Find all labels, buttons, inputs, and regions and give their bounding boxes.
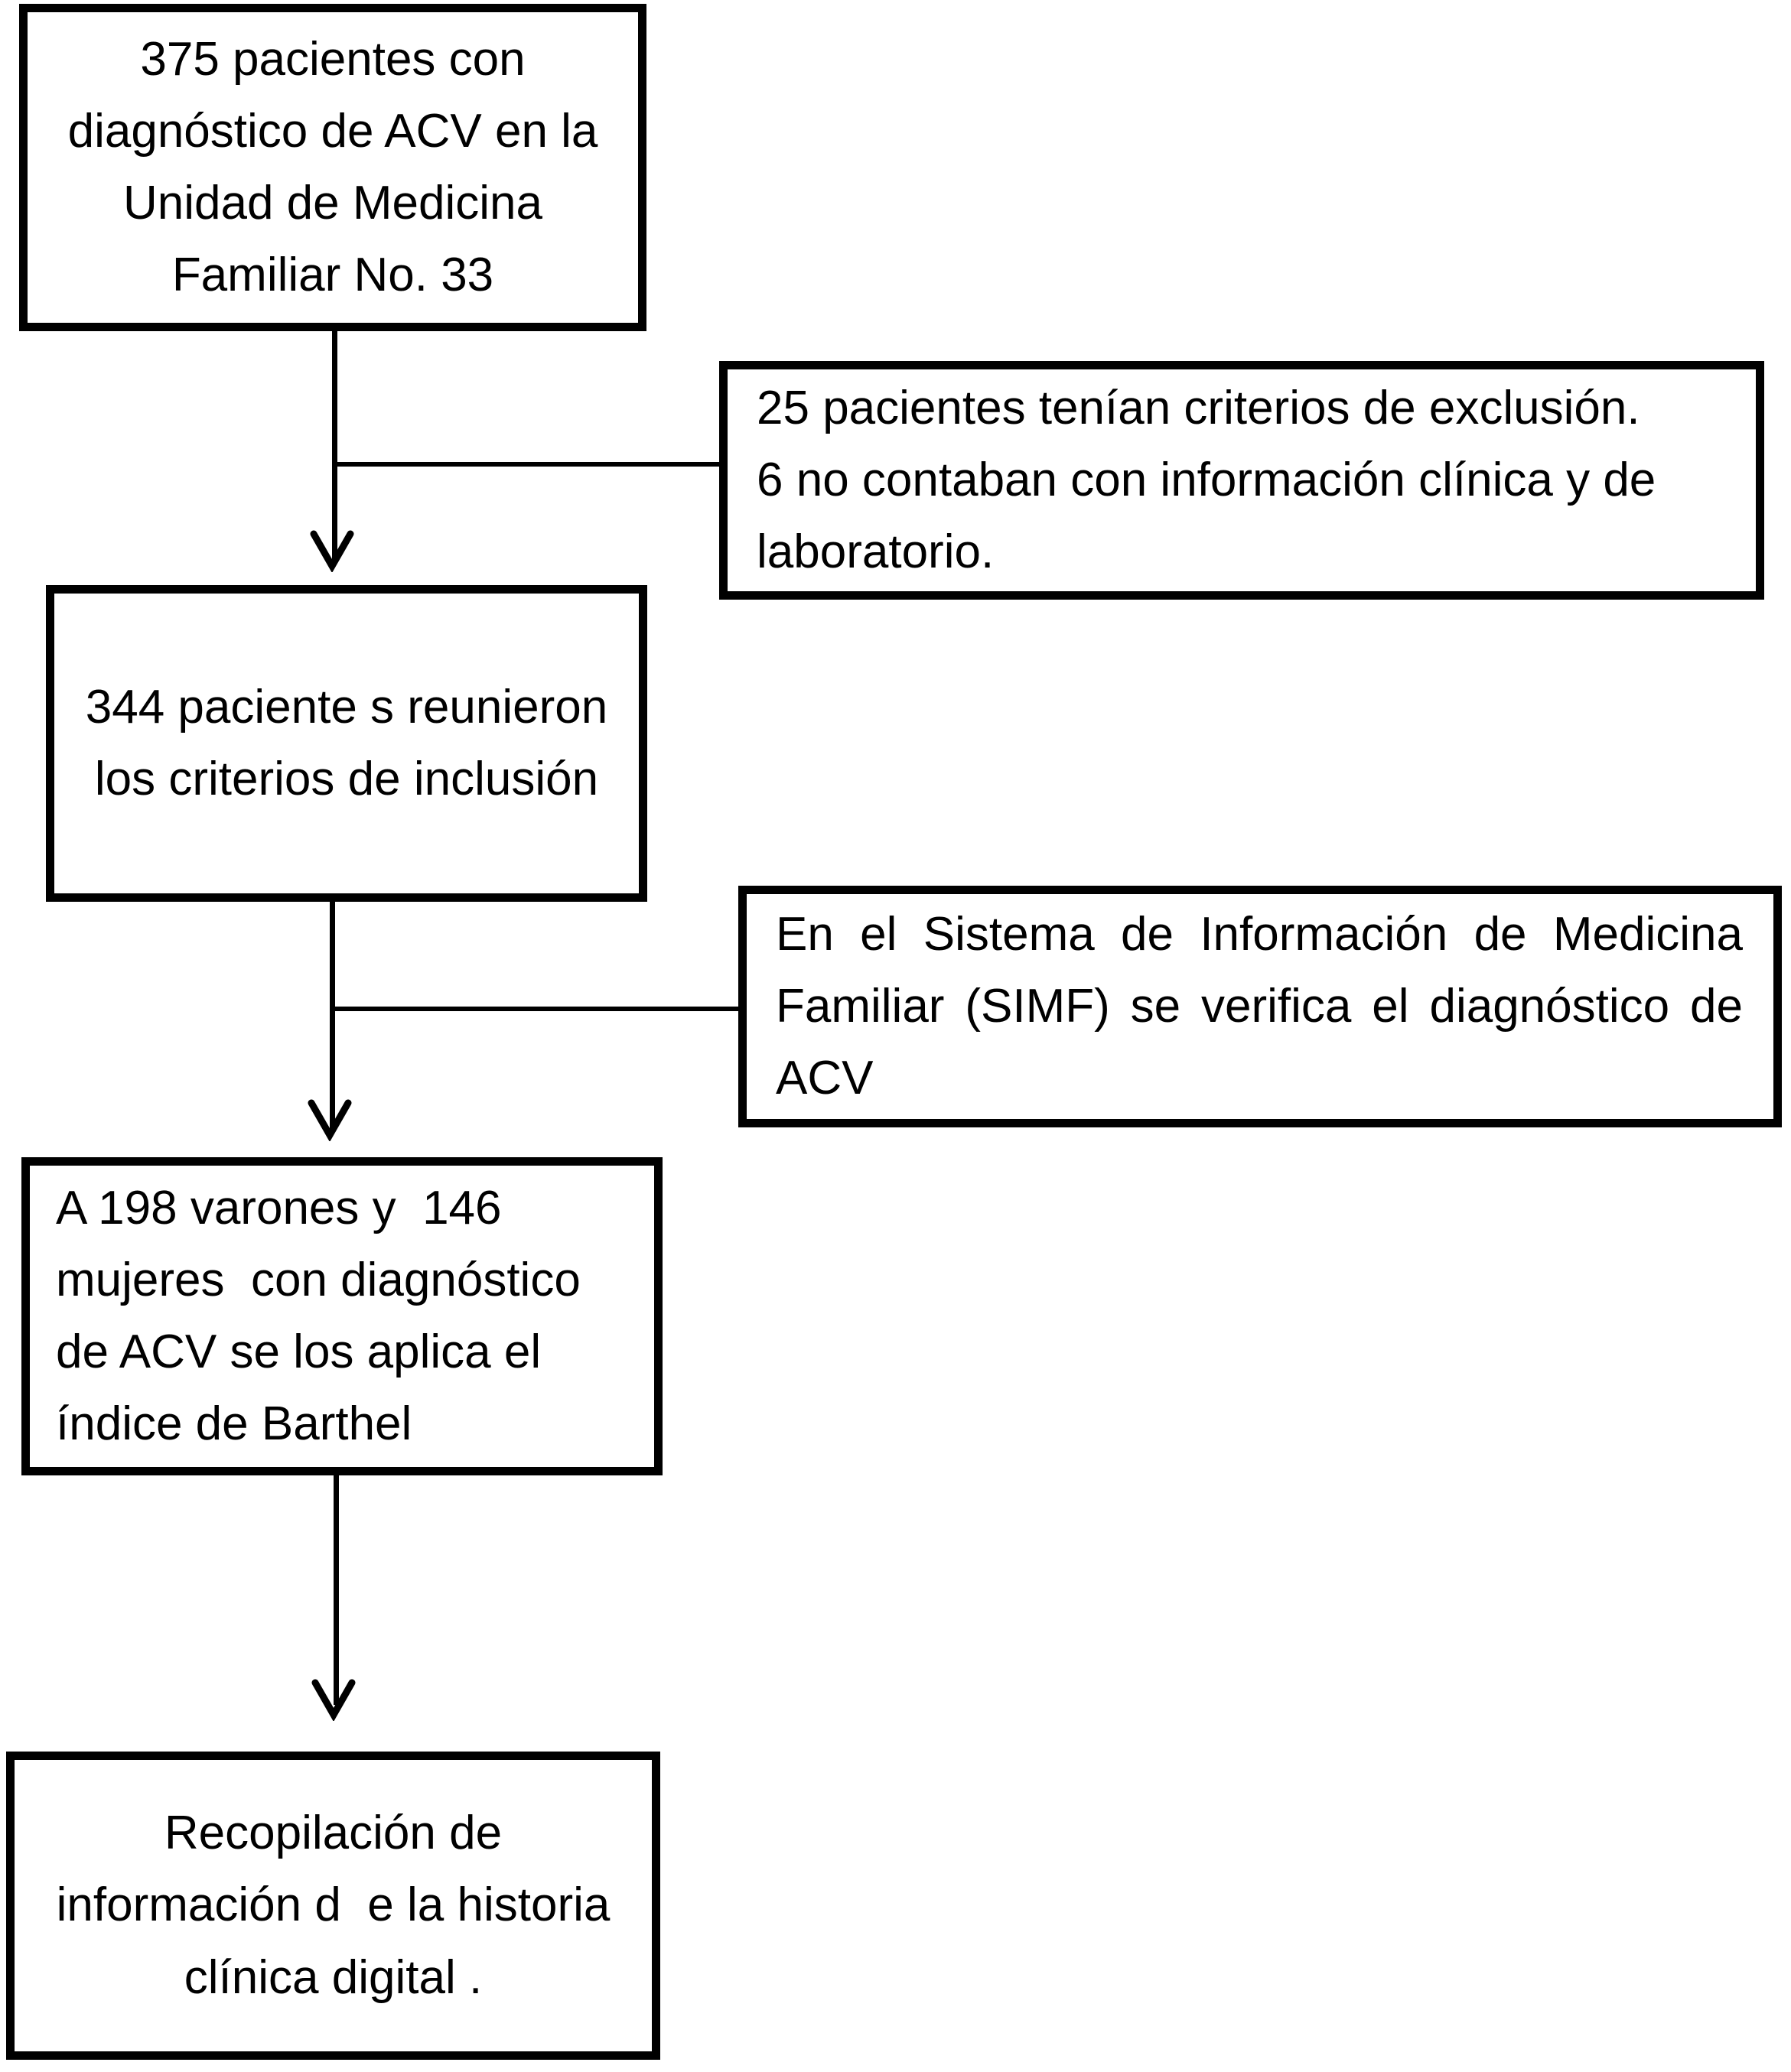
node-barthel-index: A 198 varones y 146 mujeres con diagnóst… bbox=[21, 1157, 663, 1475]
arrowhead-down-icon bbox=[311, 1675, 357, 1721]
connector-barthel-collection-vertical bbox=[334, 1475, 339, 1705]
node-barthel-index-label: A 198 varones y 146 mujeres con diagnóst… bbox=[56, 1181, 594, 1451]
node-excluded-patients: 25 pacientes tenían criterios de exclusi… bbox=[719, 361, 1764, 600]
node-simf-verification: En el Sistema de Información de Medicina… bbox=[738, 886, 1782, 1127]
node-included-patients: 344 paciente s reunieron los criterios d… bbox=[46, 585, 647, 902]
arrowhead-down-icon bbox=[309, 526, 355, 572]
node-excluded-patients-label: 25 pacientes tenían criterios de exclusi… bbox=[757, 381, 1656, 579]
node-data-collection: Recopilación de información d e la histo… bbox=[6, 1752, 660, 2060]
connector-included-barthel-vertical bbox=[330, 901, 335, 1129]
connector-screened-included-vertical bbox=[332, 330, 337, 560]
node-data-collection-label: Recopilación de información d e la histo… bbox=[56, 1807, 624, 2004]
node-simf-verification-label: En el Sistema de Información de Medicina… bbox=[776, 907, 1757, 1105]
arrowhead-down-icon bbox=[307, 1095, 353, 1141]
node-screened-patients: 375 pacientes con diagnóstico de ACV en … bbox=[19, 4, 646, 331]
node-included-patients-label: 344 paciente s reunieron los criterios d… bbox=[85, 680, 621, 805]
connector-included-simf-horizontal bbox=[330, 1007, 743, 1011]
connector-screened-excluded-horizontal bbox=[332, 462, 724, 467]
node-screened-patients-label: 375 pacientes con diagnóstico de ACV en … bbox=[67, 32, 611, 302]
